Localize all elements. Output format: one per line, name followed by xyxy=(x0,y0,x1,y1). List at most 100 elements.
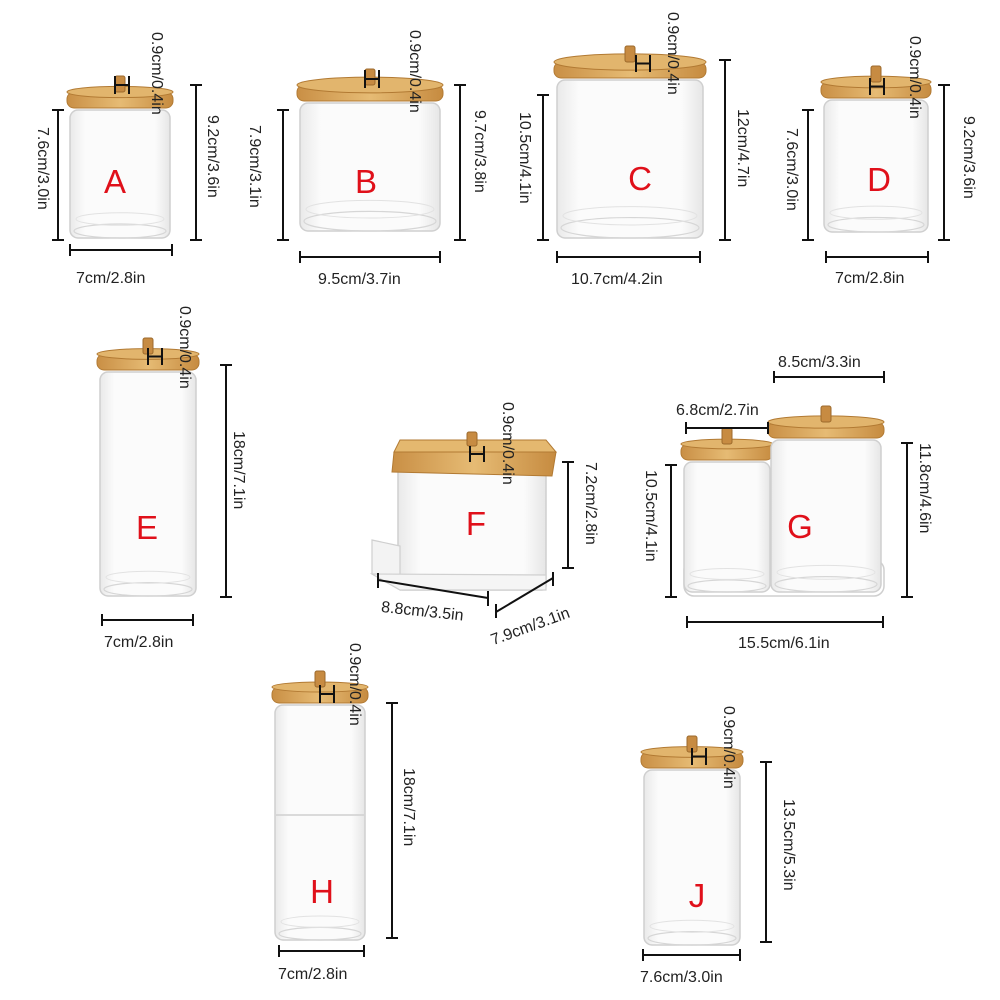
measure-J-lid xyxy=(691,748,707,765)
dim-H-width: 7cm/2.8in xyxy=(278,966,348,983)
label-H: H xyxy=(310,873,334,910)
jar-base xyxy=(560,216,700,239)
jar-inner-base xyxy=(829,205,923,220)
measure-G-total-width xyxy=(686,616,884,628)
dim-C-width: 10.7cm/4.2in xyxy=(571,271,663,288)
measure-J-total xyxy=(760,761,772,943)
jar-D xyxy=(820,65,932,233)
measure-A-width xyxy=(69,244,173,256)
label-G: G xyxy=(787,508,813,545)
dim-G-width-large: 8.5cm/3.3in xyxy=(778,354,861,371)
measure-C-lid xyxy=(635,55,651,72)
jar-A xyxy=(66,75,174,239)
measure-D-lid xyxy=(869,78,885,95)
dim-G-height-small: 10.5cm/4.1in xyxy=(642,470,659,562)
jar-inner-base xyxy=(105,570,191,584)
dim-A-lid: 0.9cm/0.4in xyxy=(148,32,165,115)
holder-lid xyxy=(391,451,557,477)
holder-tray-front xyxy=(369,573,547,591)
jar-C xyxy=(553,45,707,239)
measure-B-lid xyxy=(364,70,380,88)
jar-B xyxy=(296,68,444,232)
jar-body xyxy=(643,769,741,946)
lid-knob xyxy=(721,427,733,445)
lid-knob xyxy=(820,405,832,423)
dim-H-lid: 0.9cm/0.4in xyxy=(346,643,363,726)
lid-knob xyxy=(364,68,376,86)
label-E: E xyxy=(135,509,158,546)
dim-C-height-body: 10.5cm/4.1in xyxy=(516,112,533,204)
dim-A-width: 7cm/2.8in xyxy=(76,270,146,287)
dim-C-height-total: 12cm/4.7in xyxy=(734,109,751,188)
dim-F-height-total: 7.2cm/2.8in xyxy=(582,462,599,545)
dim-G-width-total: 15.5cm/6.1in xyxy=(738,635,830,652)
jar-base xyxy=(303,210,437,232)
dim-H-height-total: 18cm/7.1in xyxy=(400,768,417,847)
dim-C-lid: 0.9cm/0.4in xyxy=(664,12,681,95)
dim-D-width: 7cm/2.8in xyxy=(835,270,905,287)
dim-B-lid: 0.9cm/0.4in xyxy=(406,30,423,113)
lid-knob xyxy=(314,670,326,688)
label-B: B xyxy=(354,163,377,200)
measure-F-lid xyxy=(469,446,485,462)
dim-B-height-body: 7.9cm/3.1in xyxy=(246,125,263,208)
measure-A-lid xyxy=(114,76,130,94)
measure-E-lid xyxy=(147,348,163,365)
measure-A-body xyxy=(52,109,64,241)
measure-E-width xyxy=(101,614,194,626)
jar-base xyxy=(103,581,193,597)
jar-G-large xyxy=(767,405,885,593)
holder-knob xyxy=(466,431,478,447)
measure-G-small-width xyxy=(685,422,769,434)
jar-inner-base xyxy=(305,199,435,219)
measure-B-total xyxy=(454,84,466,241)
measure-D-total xyxy=(938,84,950,241)
dim-A-height-body: 7.6cm/3.0in xyxy=(34,127,51,210)
dim-B-height-total: 9.7cm/3.8in xyxy=(471,110,488,193)
dim-J-height-total: 13.5cm/5.3in xyxy=(780,799,797,891)
jar-inner-base xyxy=(776,564,876,580)
measure-F-depth-line xyxy=(495,577,554,613)
jar-inner-base xyxy=(649,919,735,933)
jar-base xyxy=(647,930,737,946)
measure-H-lid xyxy=(319,685,335,703)
measure-D-width xyxy=(825,251,929,263)
label-C: C xyxy=(628,160,652,197)
dim-G-height-large: 11.8cm/4.6in xyxy=(916,443,933,534)
dim-E-width: 7cm/2.8in xyxy=(104,634,174,651)
dim-J-lid: 0.9cm/0.4in xyxy=(720,706,737,789)
measure-H-width xyxy=(278,945,365,957)
measure-B-width xyxy=(299,251,441,263)
dim-F-lid: 0.9cm/0.4in xyxy=(499,402,516,485)
dim-J-width: 7.6cm/3.0in xyxy=(640,969,723,986)
jar-base xyxy=(687,579,767,593)
dim-D-height-total: 9.2cm/3.6in xyxy=(960,116,977,199)
jar-base xyxy=(827,216,925,233)
measure-J-width xyxy=(642,949,741,961)
dim-E-height-total: 18cm/7.1in xyxy=(230,431,247,510)
jar-body xyxy=(683,461,771,593)
jar-base xyxy=(774,575,878,593)
label-A: A xyxy=(103,163,126,200)
jar-E xyxy=(96,337,200,597)
lid-knob xyxy=(624,45,636,63)
label-J: J xyxy=(688,877,706,914)
measure-A-total xyxy=(190,84,202,241)
dim-A-height-total: 9.2cm/3.6in xyxy=(204,115,221,198)
dim-D-height-body: 7.6cm/3.0in xyxy=(783,128,800,211)
measure-F-total xyxy=(562,461,574,569)
measure-C-total xyxy=(719,59,731,241)
jar-body xyxy=(99,371,197,597)
jar-inner-base xyxy=(75,212,165,226)
measure-G-large-height xyxy=(901,442,913,598)
measure-C-width xyxy=(556,251,701,263)
measure-D-body xyxy=(802,109,814,241)
measure-F-width xyxy=(377,573,489,606)
jar-body xyxy=(556,79,704,239)
measure-B-body xyxy=(277,109,289,241)
measure-F-depth xyxy=(495,572,554,618)
jar-inner-base xyxy=(562,206,698,226)
measure-C-body xyxy=(537,94,549,241)
